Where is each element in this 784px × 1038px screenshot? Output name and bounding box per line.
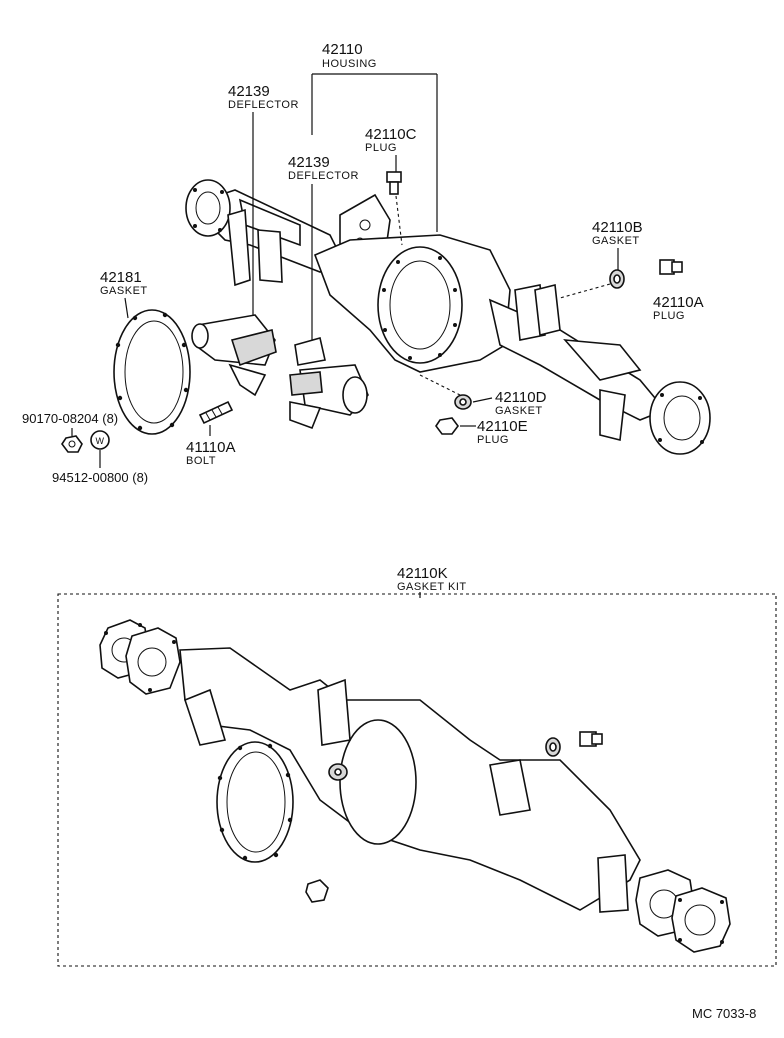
gasket-b-part-number: 42110B	[592, 219, 643, 236]
plug-c-part	[386, 171, 402, 195]
gasket-d-dash	[419, 374, 461, 396]
plug-a-part-name: PLUG	[653, 310, 685, 322]
deflector-1-part	[191, 314, 277, 397]
washer-part-number: 94512-00800 (8)	[52, 470, 148, 485]
gasket-kit-right-flange-gaskets	[635, 869, 731, 953]
cover-gasket-part-number: 42181	[100, 269, 142, 286]
gasket-kit-dashed-border	[57, 593, 777, 967]
nut-part-number: 90170-08204 (8)	[22, 411, 118, 426]
gasket-b-part	[609, 269, 625, 289]
gasket-kit-plug-1	[579, 731, 603, 747]
nut-part	[61, 435, 83, 453]
bolt-part-name: BOLT	[186, 455, 216, 467]
bolt-part	[198, 400, 234, 425]
deflector-2-part	[289, 337, 369, 430]
gasket-d-part	[454, 394, 472, 410]
housing-part-number: 42110	[322, 41, 363, 58]
plug-c-dash	[395, 195, 403, 246]
plug-e-part	[435, 417, 459, 435]
cover-gasket-part-name: GASKET	[100, 285, 148, 297]
gasket-kit-small-gasket-2	[328, 763, 348, 781]
gasket-kit-view: 42110K GASKET KIT	[57, 565, 777, 967]
plug-a-part-number: 42110A	[653, 294, 704, 311]
washer-part: W	[90, 430, 110, 450]
plug-c-part-number: 42110C	[365, 126, 417, 143]
gasket-kit-small-gasket-1	[545, 737, 561, 757]
deflector-1-part-name: DEFLECTOR	[228, 99, 299, 111]
bolt-part-number: 41110A	[186, 439, 236, 456]
plug-c-part-name: PLUG	[365, 142, 397, 154]
gasket-d-leader	[472, 397, 493, 403]
gasket-d-part-number: 42110D	[495, 389, 547, 406]
deflector-1-part-number: 42139	[228, 83, 270, 100]
washer-symbol: W	[96, 436, 105, 446]
diagram-code: MC 7033-8	[692, 1006, 756, 1021]
housing-leader	[311, 73, 438, 232]
gasket-kit-plug-2	[305, 879, 329, 903]
gasket-b-part-name: GASKET	[592, 235, 640, 247]
gasket-d-part-name: GASKET	[495, 405, 543, 417]
gasket-kit-left-flange-gaskets	[99, 619, 181, 695]
plug-a-part	[659, 259, 683, 275]
deflector-2-part-number: 42139	[288, 154, 330, 171]
cover-gasket-leader	[124, 297, 129, 319]
gasket-kit-axle-outline	[179, 647, 641, 913]
plug-e-part-name: PLUG	[477, 434, 509, 446]
gasket-kit-part-number: 42110K	[397, 565, 448, 582]
cover-gasket-part	[113, 309, 191, 435]
axle-housing	[185, 179, 711, 455]
gasket-b-dash	[559, 283, 611, 299]
plug-e-part-number: 42110E	[477, 418, 528, 435]
gasket-kit-cover-gasket	[216, 741, 294, 863]
gasket-kit-part-name: GASKET KIT	[397, 581, 467, 593]
housing-part-name: HOUSING	[322, 58, 377, 70]
upper-exploded-view: 42110 HOUSING 42139 DEFLECTOR 42139 DEFL…	[22, 41, 711, 485]
deflector-2-part-name: DEFLECTOR	[288, 170, 359, 182]
